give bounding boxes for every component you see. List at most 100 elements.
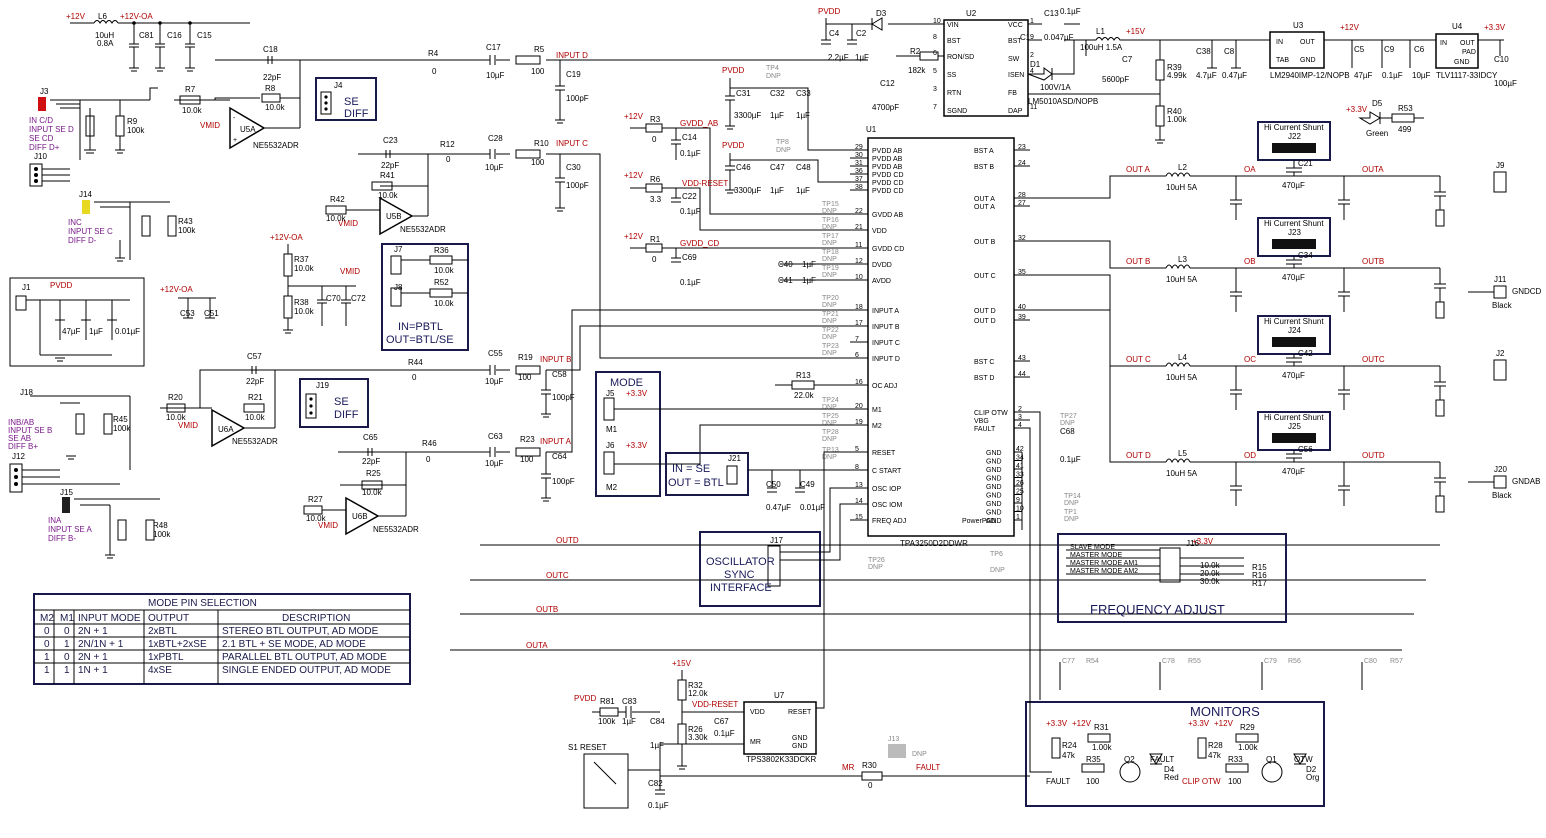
svg-text:C77: C77 bbox=[1062, 658, 1075, 665]
u1-gnd-label: GND bbox=[986, 501, 1002, 508]
svg-text:1µF: 1µF bbox=[796, 186, 810, 195]
svg-text:TP1: TP1 bbox=[1064, 509, 1077, 516]
svg-text:VMID: VMID bbox=[340, 267, 360, 276]
svg-text:TP15: TP15 bbox=[822, 201, 839, 208]
svg-text:TAB: TAB bbox=[1276, 57, 1289, 64]
u1-pin-num: 11 bbox=[855, 242, 862, 249]
u1-pin-name: FREQ ADJ bbox=[872, 518, 906, 525]
u1-pin-num: 19 bbox=[855, 419, 863, 426]
svg-text:C50: C50 bbox=[766, 480, 781, 489]
u2-pin-num: 10 bbox=[933, 18, 941, 25]
mode-table-cell: SINGLE ENDED OUTPUT, AD MODE bbox=[222, 665, 391, 676]
svg-text:0.1µF: 0.1µF bbox=[1060, 455, 1081, 464]
svg-text:C22: C22 bbox=[682, 192, 697, 201]
svg-text:TP24: TP24 bbox=[822, 397, 839, 404]
svg-text:C32: C32 bbox=[770, 89, 785, 98]
mode-table-cell: 2xBTL bbox=[148, 626, 177, 637]
svg-text:100pF: 100pF bbox=[566, 181, 589, 190]
svg-text:MONITORS: MONITORS bbox=[1190, 704, 1260, 719]
svg-text:J12: J12 bbox=[12, 452, 25, 461]
inductor-ref: L2 bbox=[1178, 163, 1187, 172]
freq-res-ref: R16 bbox=[1252, 571, 1267, 580]
svg-text:DNP: DNP bbox=[822, 208, 837, 215]
u1-pin-name: OSC IOM bbox=[872, 502, 903, 509]
mode-table-cell: 1 bbox=[64, 639, 70, 650]
u1-pin-num: 3 bbox=[1018, 414, 1022, 421]
svg-text:1µF: 1µF bbox=[855, 53, 869, 62]
svg-text:+: + bbox=[233, 137, 237, 144]
j15-ref: J15 bbox=[60, 488, 73, 497]
svg-text:J1: J1 bbox=[22, 283, 31, 292]
rail-12v: +12V bbox=[66, 12, 86, 21]
svg-text:GNDCD: GNDCD bbox=[1512, 287, 1542, 296]
svg-text:22pF: 22pF bbox=[381, 161, 399, 170]
u1-gnd-label: GND bbox=[986, 450, 1002, 457]
svg-text:100k: 100k bbox=[598, 717, 616, 726]
svg-text:DNP: DNP bbox=[822, 334, 837, 341]
svg-text:0.01µF: 0.01µF bbox=[115, 327, 140, 336]
svg-text:10.0k: 10.0k bbox=[245, 413, 266, 422]
svg-text:TP19: TP19 bbox=[822, 265, 839, 272]
svg-text:Q2: Q2 bbox=[1124, 755, 1135, 764]
svg-text:INPUT D: INPUT D bbox=[556, 51, 588, 60]
u1-pin-name: AVDD bbox=[872, 278, 891, 285]
svg-text:Red: Red bbox=[1164, 773, 1179, 782]
svg-text:C17: C17 bbox=[486, 43, 501, 52]
svg-text:0.1µF: 0.1µF bbox=[680, 207, 701, 216]
svg-text:FAULT: FAULT bbox=[916, 763, 940, 772]
svg-text:J19: J19 bbox=[316, 381, 329, 390]
svg-text:J11: J11 bbox=[1494, 275, 1507, 284]
svg-text:+3.3V: +3.3V bbox=[626, 441, 648, 450]
svg-text:TP21: TP21 bbox=[822, 311, 839, 318]
u1-pin-num: 39 bbox=[1018, 314, 1026, 321]
svg-text:C47: C47 bbox=[770, 163, 785, 172]
svg-text:10.0k: 10.0k bbox=[434, 299, 455, 308]
svg-text:TP27: TP27 bbox=[1060, 413, 1077, 420]
u2-pin-name: VIN bbox=[947, 22, 959, 29]
mode-table-cell: STEREO BTL OUTPUT, AD MODE bbox=[222, 626, 379, 637]
svg-text:DNP: DNP bbox=[1064, 516, 1079, 523]
svg-text:R44: R44 bbox=[408, 358, 423, 367]
svg-text:R2: R2 bbox=[910, 47, 921, 56]
svg-text:47k: 47k bbox=[1208, 751, 1222, 760]
svg-text:100k: 100k bbox=[178, 226, 196, 235]
svg-text:R24: R24 bbox=[1062, 741, 1077, 750]
mode-table-header: OUTPUT bbox=[148, 613, 189, 624]
svg-text:R19: R19 bbox=[518, 353, 533, 362]
u1-pin-name: PVDD AB bbox=[872, 148, 903, 155]
u1-gnd-pin-num: 26 bbox=[1016, 480, 1024, 487]
svg-text:R45: R45 bbox=[113, 415, 128, 424]
svg-text:C49: C49 bbox=[800, 480, 815, 489]
u1-pin-name: OUT D bbox=[974, 308, 996, 315]
svg-text:DIFF: DIFF bbox=[334, 409, 359, 421]
svg-text:22pF: 22pF bbox=[362, 457, 380, 466]
u2-pin-name: RON/SD bbox=[947, 54, 974, 61]
svg-text:RESET: RESET bbox=[788, 709, 812, 716]
svg-text:M1: M1 bbox=[606, 425, 618, 434]
svg-text:4.7µF: 4.7µF bbox=[1196, 71, 1217, 80]
svg-text:GND: GND bbox=[792, 743, 808, 750]
svg-text:OUT: OUT bbox=[1300, 39, 1316, 46]
svg-text:DNP: DNP bbox=[776, 147, 791, 154]
svg-text:0.1µF: 0.1µF bbox=[680, 278, 701, 287]
freq-mode-label: MASTER MODE AM2 bbox=[1070, 568, 1138, 575]
u1-pin-num: 12 bbox=[855, 258, 863, 265]
u2-pin-num: 9 bbox=[1030, 34, 1034, 41]
shunt-cap-ref: C21 bbox=[1298, 159, 1313, 168]
u1-pin-num: 7 bbox=[855, 336, 859, 343]
mode-table-cell: 0 bbox=[44, 626, 50, 637]
top-left-power: +12V +12V-OA L6 10uH 0.8A C81 C16 C15 bbox=[66, 12, 250, 72]
svg-text:TPS3802K33DCKR: TPS3802K33DCKR bbox=[746, 755, 816, 764]
svg-text:47µF: 47µF bbox=[62, 327, 81, 336]
shunt-title: Hi Current Shunt bbox=[1264, 219, 1324, 228]
l6-ref: L6 bbox=[98, 12, 107, 21]
